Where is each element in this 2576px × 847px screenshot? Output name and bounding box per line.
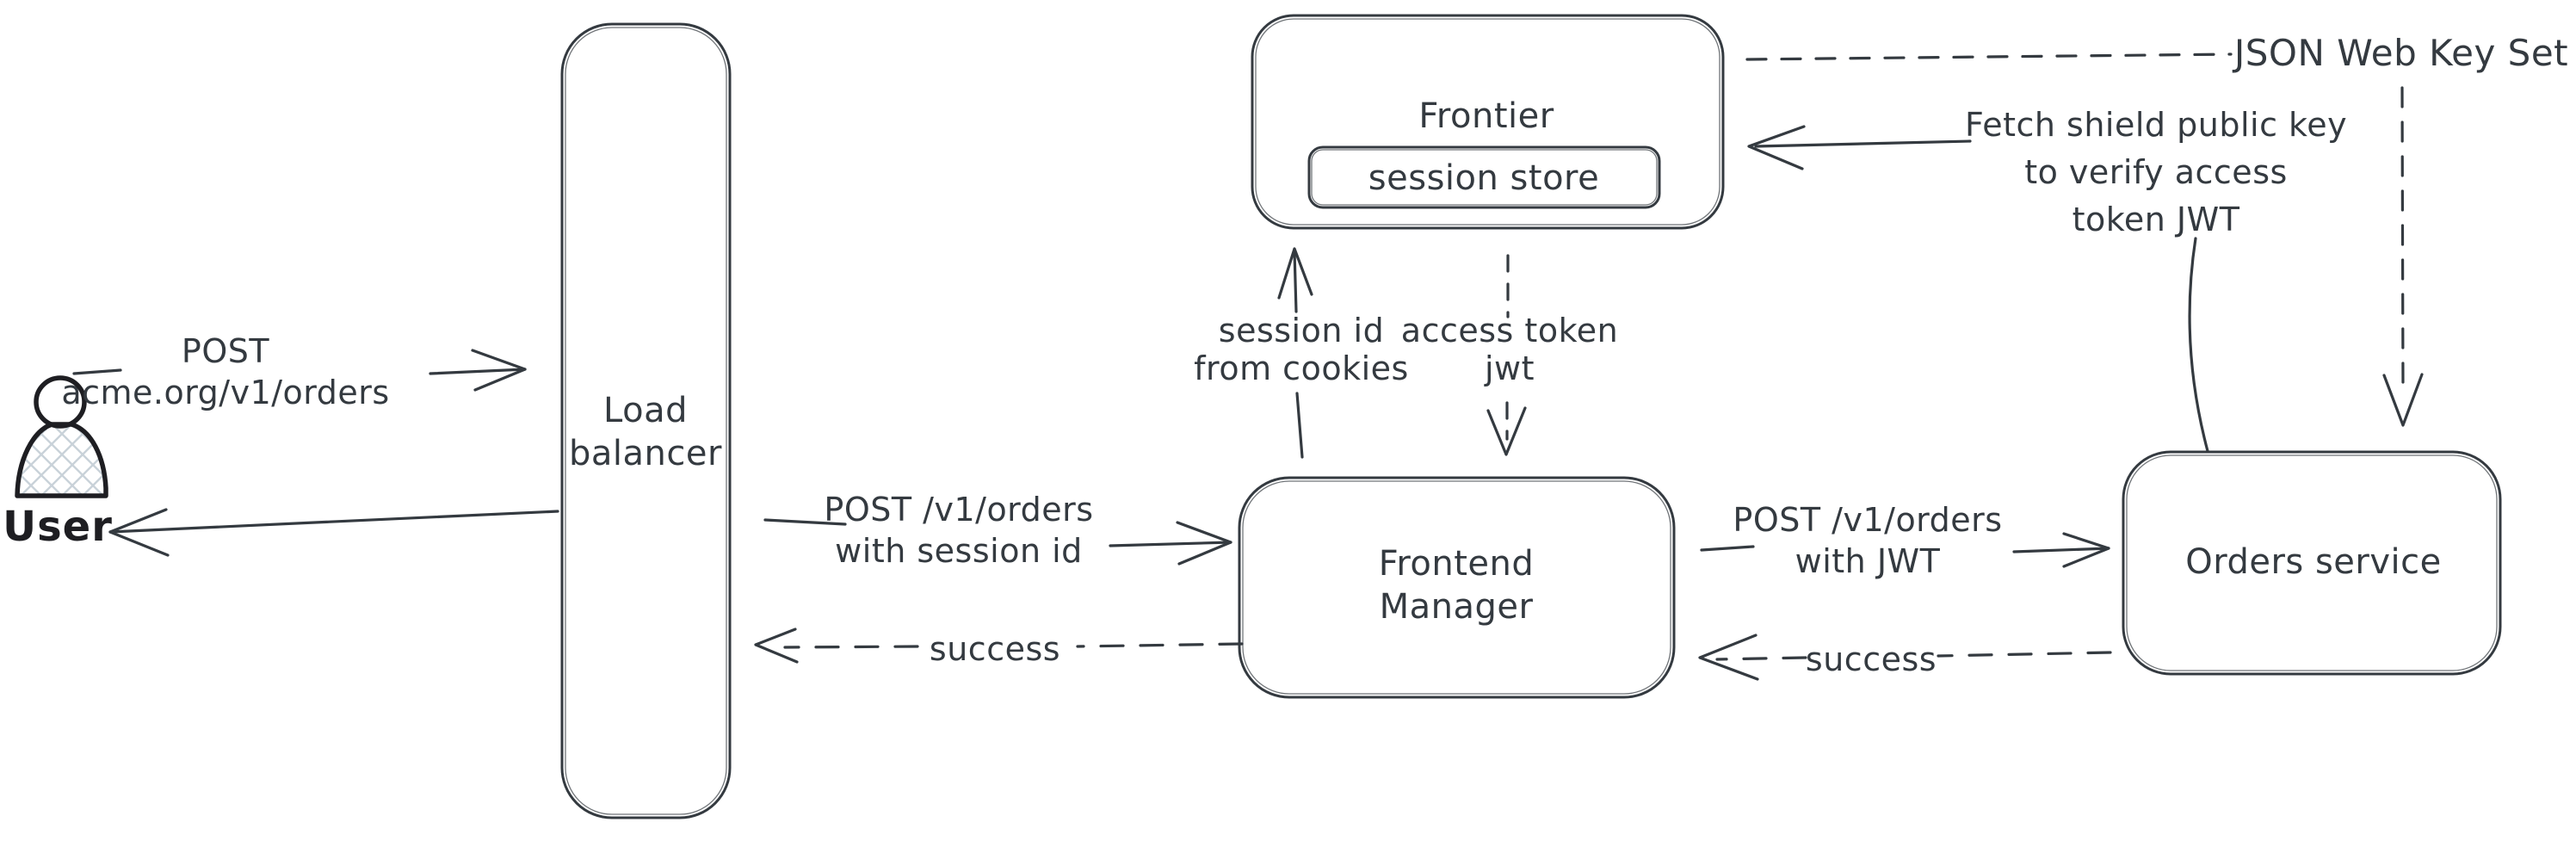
node-label-line: Load	[603, 391, 688, 430]
edge-label-orders-to-fm-success: success	[1805, 640, 1937, 678]
node-label-line: Manager	[1379, 587, 1534, 627]
arrow-frontend-manager-to-orders-service	[1700, 532, 2110, 568]
edge-label-line: session id	[1218, 312, 1385, 349]
edge-label-line: with JWT	[1795, 542, 1941, 580]
frontier-box	[1251, 14, 1725, 230]
load-balancer-box	[560, 22, 732, 819]
frontend-manager-label: Frontend Manager	[1379, 542, 1535, 628]
orders-service-box	[2122, 450, 2502, 676]
edge-label-line: jwt	[1484, 349, 1535, 387]
session-store-label: session store	[1368, 158, 1600, 198]
edge-label-fm-to-lb-success: success	[929, 630, 1061, 668]
arrow-orders-service-to-frontend-manager-success	[1698, 634, 2112, 681]
arrow-jwks-to-orders-service	[2382, 86, 2424, 427]
edge-label-line: acme.org/v1/orders	[61, 374, 390, 411]
arrow-frontend-manager-to-frontier	[1277, 247, 1313, 459]
node-label-line: balancer	[569, 434, 722, 473]
arrow-user-to-load-balancer	[72, 349, 527, 392]
orders-service-label: Orders service	[2185, 542, 2442, 582]
edge-label-line: POST /v1/orders	[824, 491, 1094, 529]
edge-label-line: POST	[181, 332, 270, 370]
arrow-load-balancer-to-user	[108, 508, 559, 557]
frontier-label: Frontier	[1418, 96, 1554, 136]
arrow-frontend-manager-to-load-balancer-success	[754, 628, 1244, 664]
jwks-label: JSON Web Key Set	[2233, 32, 2569, 74]
edge-label-lb-to-fm: POST /v1/orders with session id	[824, 489, 1093, 572]
edge-label-line: token JWT	[2072, 201, 2240, 238]
edge-label-line: POST /v1/orders	[1733, 501, 2003, 539]
arrow-frontier-to-frontend-manager	[1486, 254, 1527, 456]
arrow-orders-service-to-frontier	[1747, 125, 2209, 453]
user-actor-icon	[15, 375, 108, 498]
line-frontier-to-jwks	[1745, 53, 2233, 61]
edge-label-fetch-public-key: Fetch shield public key to verify access…	[1965, 102, 2347, 244]
node-label-line: Frontend	[1378, 544, 1535, 584]
edge-label-session-id: session id from cookies	[1194, 312, 1409, 387]
edge-label-line: Fetch shield public key	[1964, 106, 2348, 144]
frontend-manager-box	[1238, 476, 1676, 699]
edge-label-line: to verify access	[2024, 153, 2288, 191]
load-balancer-label: Load balancer	[569, 389, 722, 475]
edge-label-line: with session id	[835, 532, 1083, 570]
arrow-load-balancer-to-frontend-manager	[763, 518, 1232, 566]
edge-label-fm-to-orders: POST /v1/orders with JWT	[1733, 499, 2002, 582]
user-label: User	[3, 503, 113, 551]
edge-label-user-to-lb: POST acme.org/v1/orders	[61, 331, 389, 413]
edge-label-line: from cookies	[1194, 349, 1409, 387]
edge-label-access-token: access token jwt	[1401, 312, 1618, 387]
edge-label-line: access token	[1400, 312, 1619, 349]
session-store-box	[1307, 145, 1661, 209]
